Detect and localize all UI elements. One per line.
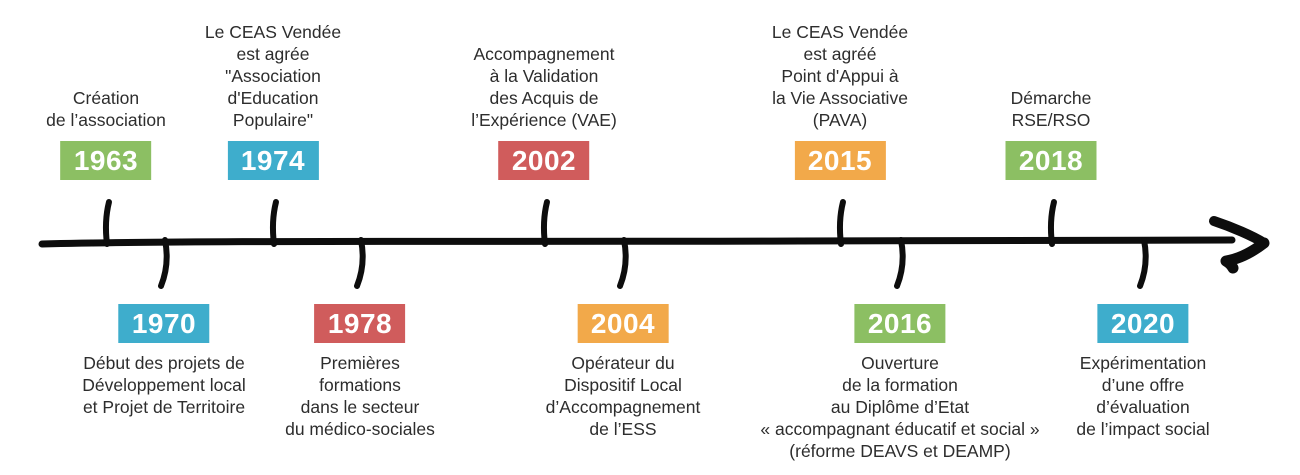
tick-mark-2015 [836,199,846,247]
event-label-line: et Projet de Territoire [82,397,246,417]
event-label-line: dans le secteur [300,397,420,417]
event-label-line: Ouverture [861,353,939,373]
event-label-line: du médico-sociales [285,419,435,439]
tick-mark-2016 [894,237,906,289]
tick-mark-2002 [540,199,550,247]
event-year-badge: 1978 [314,304,406,343]
event-label-line: "Association [225,66,321,86]
arrowhead-icon [1220,237,1270,274]
event-label-line: la Vie Associative [772,88,908,108]
event-label-line: Développement local [82,375,246,395]
event-label-line: Début des projets de [83,353,245,373]
event-label-line: Démarche [1010,88,1092,108]
event-year-badge: 2004 [577,304,669,343]
event-label-line: au Diplôme d’Etat [830,397,970,417]
event-label-line: de l’impact social [1076,419,1210,439]
event-year-badge: 2018 [1005,141,1097,180]
event-label-line: de la formation [842,375,958,395]
event-label-line: est agrée [236,44,310,64]
event-year-badge: 2016 [854,304,946,343]
event-label-line: Premières [320,353,400,373]
event-label-line: l’Expérience (VAE) [471,110,617,130]
event-label-line: à la Validation [489,66,599,86]
event-label-line: Le CEAS Vendée [771,22,909,42]
event-year-badge: 1974 [227,141,319,180]
tick-mark-2004 [617,237,629,289]
tick-mark-1970 [158,237,170,289]
event-label-line: d’évaluation [1096,397,1190,417]
event-year-badge: 2015 [794,141,886,180]
event-label-line: (PAVA) [812,110,868,130]
tick-mark-1974 [269,199,279,247]
event-label-line: RSE/RSO [1011,110,1091,130]
event-label-line: (réforme DEAVS et DEAMP) [789,441,1011,461]
event-label-line: Populaire" [232,110,314,130]
event-year-badge: 1970 [118,304,210,343]
event-label-line: Point d'Appui à [781,66,899,86]
tick-mark-1978 [354,237,366,289]
event-year-badge: 2020 [1097,304,1189,343]
event-label-line: Expérimentation [1079,353,1207,373]
event-label-line: Dispositif Local [564,375,682,395]
timeline-axis-line [38,236,1236,248]
event-label-line: de l’association [46,110,166,130]
tick-mark-2018 [1047,199,1057,247]
event-label-line: d’une offre [1101,375,1185,395]
event-label-line: Opérateur du [571,353,675,373]
event-label-line: « accompagnant éducatif et social » [760,419,1040,439]
event-label-line: formations [319,375,401,395]
event-label-line: est agréé [803,44,877,64]
tick-mark-1963 [102,199,112,247]
event-year-badge: 1963 [60,141,152,180]
event-label-line: d'Education [227,88,319,108]
event-label-line: Accompagnement [473,44,615,64]
event-label-line: Le CEAS Vendée [204,22,342,42]
event-label-line: des Acquis de [489,88,599,108]
event-label-line: Création [72,88,140,108]
event-label-line: de l’ESS [589,419,657,439]
event-label-line: d’Accompagnement [545,397,701,417]
event-year-badge: 2002 [498,141,590,180]
tick-mark-2020 [1137,237,1149,289]
